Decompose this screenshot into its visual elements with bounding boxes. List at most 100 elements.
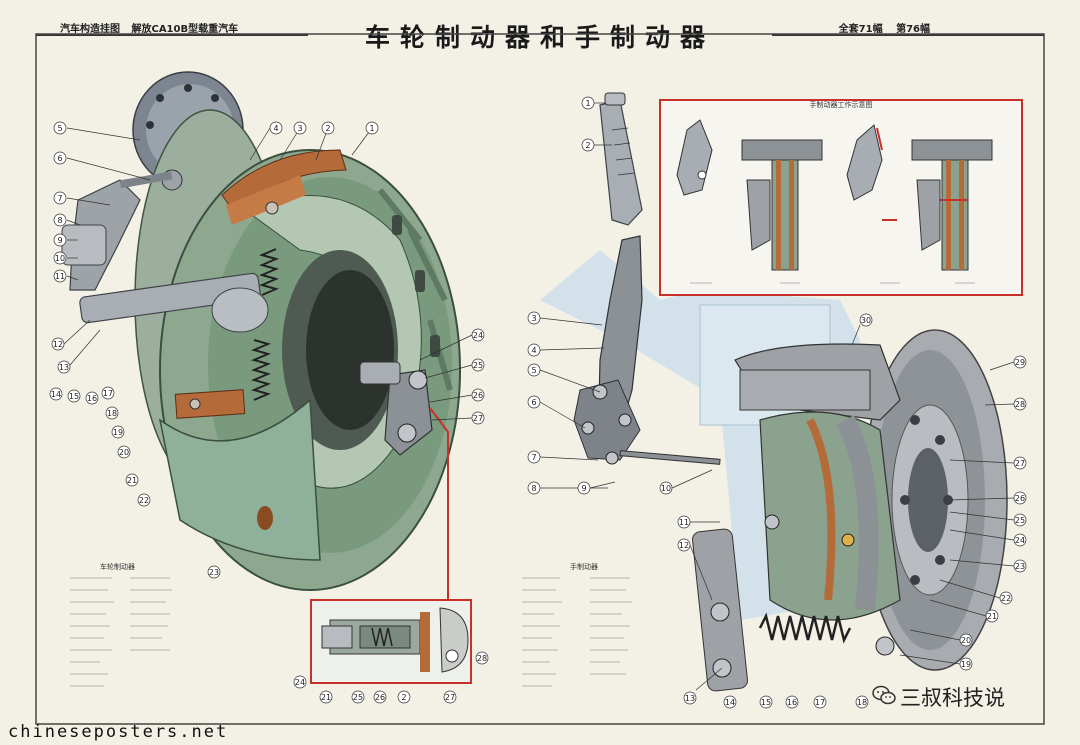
working-principle-inset [659, 99, 1023, 296]
hb-callout-1: 1 [581, 96, 595, 110]
site-url: chineseposters.net [8, 722, 229, 742]
svg-text:11: 11 [679, 518, 689, 527]
hb-callout-29: 29 [1013, 355, 1027, 369]
svg-text:15: 15 [761, 698, 771, 707]
svg-text:19: 19 [113, 428, 123, 437]
svg-text:25: 25 [473, 361, 483, 370]
callout-24: 24 [471, 328, 485, 342]
svg-text:28: 28 [477, 654, 487, 663]
legend-right [522, 577, 632, 687]
svg-text:21: 21 [127, 476, 137, 485]
left-callouts: 5 6 7 8 9 10 11 12 13 14 15 16 17 18 19 … [49, 121, 485, 579]
hb-callout-14: 14 [723, 695, 737, 709]
svg-text:1: 1 [585, 99, 590, 108]
legend-left-title: 车轮制动器 [100, 563, 135, 571]
callout-22: 22 [137, 493, 151, 507]
page-title: 车轮制动器和手制动器 [364, 23, 715, 52]
svg-text:27: 27 [445, 693, 455, 702]
svg-text:21: 21 [987, 612, 997, 621]
callout-10: 10 [53, 251, 67, 265]
hb-callout-26: 26 [1013, 491, 1027, 505]
svg-text:2: 2 [401, 693, 406, 702]
svg-text:30: 30 [861, 316, 871, 325]
svg-text:26: 26 [1015, 494, 1025, 503]
detail-callout-26: 26 [373, 690, 387, 704]
svg-text:14: 14 [725, 698, 735, 707]
svg-text:16: 16 [787, 698, 797, 707]
svg-text:9: 9 [581, 484, 586, 493]
hb-callout-7: 7 [527, 450, 541, 464]
detail-callout-27: 27 [443, 690, 457, 704]
callout-25: 25 [471, 358, 485, 372]
hand-brake-illustration [540, 92, 1008, 692]
svg-text:25: 25 [353, 693, 363, 702]
svg-text:6: 6 [57, 154, 62, 163]
callout-7: 7 [53, 191, 67, 205]
detail-callout-21: 21 [319, 690, 333, 704]
hb-callout-25: 25 [1013, 513, 1027, 527]
plate-total: 全套71幅 [838, 24, 883, 35]
svg-text:12: 12 [679, 541, 689, 550]
svg-text:4: 4 [531, 346, 536, 355]
callout-6: 6 [53, 151, 67, 165]
svg-text:24: 24 [473, 331, 483, 340]
watermark-text: 三叔科技说 [900, 686, 1005, 710]
wheel-brake-illustration [61, 71, 461, 600]
left-callout-lines [63, 127, 473, 421]
hb-callout-4: 4 [527, 343, 541, 357]
detail-callout-25: 25 [351, 690, 365, 704]
svg-text:20: 20 [961, 636, 971, 645]
svg-text:28: 28 [1015, 400, 1025, 409]
svg-text:3: 3 [531, 314, 536, 323]
right-callouts: 1 2 3 4 5 6 7 8 9 10 11 12 13 14 15 16 1… [527, 96, 1027, 709]
callout-20: 20 [117, 445, 131, 459]
wechat-icon [872, 685, 896, 705]
svg-text:10: 10 [661, 484, 671, 493]
hb-callout-13: 13 [683, 691, 697, 705]
svg-text:8: 8 [531, 484, 536, 493]
svg-text:5: 5 [531, 366, 536, 375]
svg-text:9: 9 [57, 236, 62, 245]
svg-text:18: 18 [107, 409, 117, 418]
callout-2: 2 [321, 121, 335, 135]
svg-text:8: 8 [57, 216, 62, 225]
hb-callout-11: 11 [677, 515, 691, 529]
svg-text:19: 19 [961, 660, 971, 669]
svg-text:27: 27 [1015, 459, 1025, 468]
callout-18: 18 [105, 406, 119, 420]
callout-3: 3 [293, 121, 307, 135]
callout-17: 17 [101, 386, 115, 400]
header-rule-left [36, 34, 308, 36]
hb-callout-6: 6 [527, 395, 541, 409]
hb-callout-18: 18 [855, 695, 869, 709]
svg-text:13: 13 [59, 363, 69, 372]
svg-text:18: 18 [857, 698, 867, 707]
svg-text:2: 2 [325, 124, 330, 133]
svg-text:29: 29 [1015, 358, 1025, 367]
svg-text:11: 11 [55, 272, 65, 281]
callout-15: 15 [67, 389, 81, 403]
callout-14: 14 [49, 387, 63, 401]
hb-callout-5: 5 [527, 363, 541, 377]
callout-9: 9 [53, 233, 67, 247]
right-callout-lines [539, 102, 1015, 691]
hb-callout-22: 22 [999, 591, 1013, 605]
svg-text:22: 22 [139, 496, 149, 505]
svg-text:16: 16 [87, 394, 97, 403]
callout-4: 4 [269, 121, 283, 135]
callout-12: 12 [51, 337, 65, 351]
inset-title: 手制动器工作示意图 [809, 101, 873, 109]
svg-text:5: 5 [57, 124, 62, 133]
hb-callout-20: 20 [959, 633, 973, 647]
callout-1: 1 [365, 121, 379, 135]
svg-text:23: 23 [1015, 562, 1025, 571]
svg-text:12: 12 [53, 340, 63, 349]
plate-index: 第76幅 [896, 24, 930, 35]
svg-text:17: 17 [103, 389, 113, 398]
svg-text:7: 7 [531, 453, 536, 462]
svg-text:20: 20 [119, 448, 129, 457]
svg-text:22: 22 [1001, 594, 1011, 603]
callout-21: 21 [125, 473, 139, 487]
hb-callout-17: 17 [813, 695, 827, 709]
